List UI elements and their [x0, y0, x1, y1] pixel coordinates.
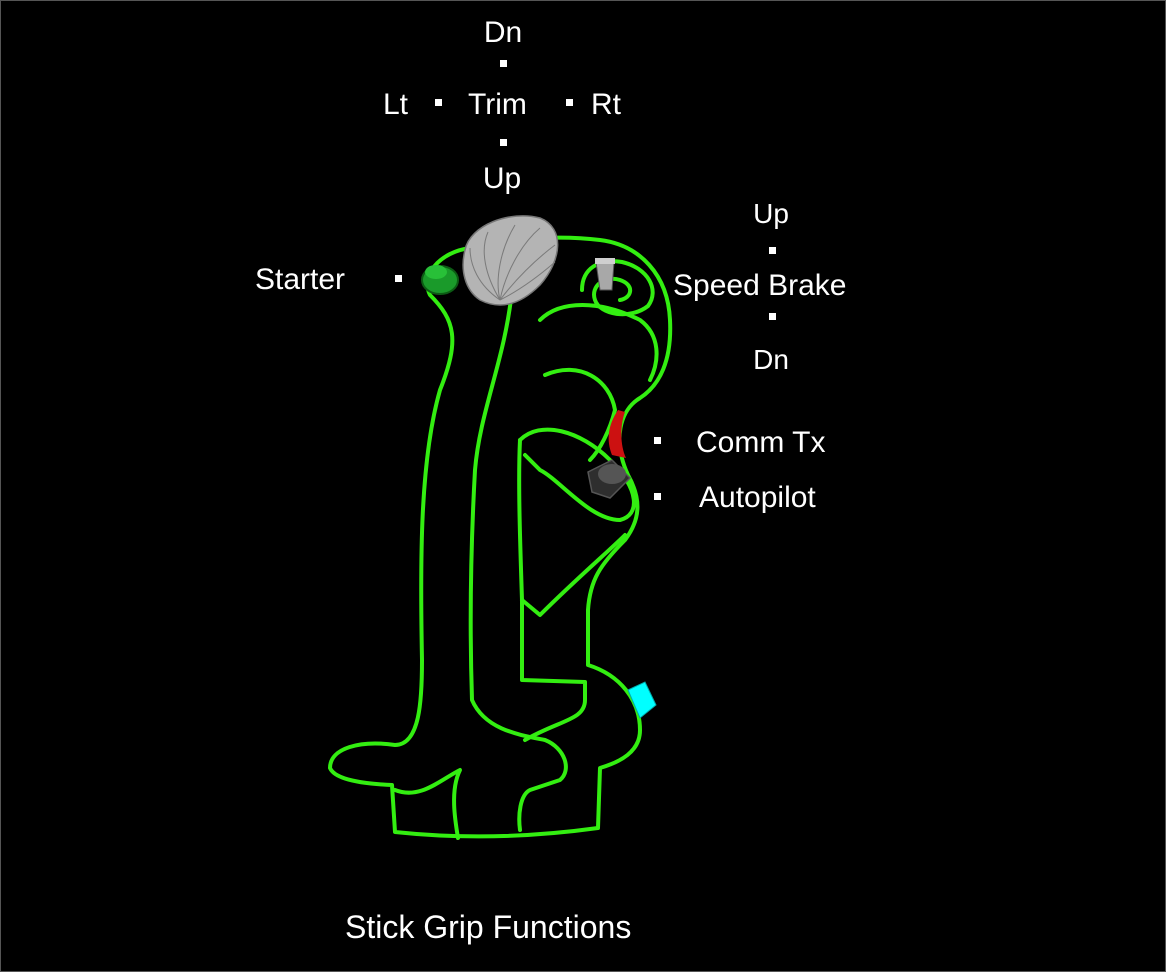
autopilot-button[interactable]	[587, 459, 632, 499]
speed-brake-up-marker	[769, 247, 776, 254]
trim-up-label: Up	[482, 162, 522, 195]
trim-dn-label: Dn	[483, 16, 523, 49]
speed-brake-up-label: Up	[753, 198, 789, 229]
trim-up-marker	[500, 139, 507, 146]
rear-paddle	[520, 368, 627, 617]
trigger-guard	[518, 427, 636, 522]
trim-lt-label: Lt	[383, 88, 409, 121]
starter-button[interactable]	[421, 265, 459, 295]
trim-rt-label: Rt	[591, 88, 621, 121]
trim-hat[interactable]	[462, 215, 559, 306]
starter-label: Starter	[255, 263, 346, 296]
grip-lower-curve	[393, 768, 462, 840]
speed-brake-switch[interactable]	[595, 258, 615, 291]
autopilot-marker	[654, 493, 661, 500]
grip-outline	[328, 235, 673, 839]
trim-dn-marker	[500, 60, 507, 67]
thumb-rest	[538, 303, 659, 382]
cyan-button[interactable]	[627, 681, 657, 719]
comm-tx-trigger[interactable]	[608, 410, 626, 458]
comm-tx-label: Comm Tx	[696, 426, 826, 459]
comm-tx-marker	[654, 437, 661, 444]
grip-inner-front	[468, 288, 568, 832]
speed-brake-dn-label: Dn	[753, 344, 789, 375]
speed-brake-dn-marker	[769, 313, 776, 320]
trim-rt-marker	[566, 99, 573, 106]
speed-brake-label: Speed Brake	[673, 269, 847, 302]
diagram-caption: Stick Grip Functions	[345, 909, 632, 945]
autopilot-label: Autopilot	[699, 481, 816, 514]
grip-inner-rear	[517, 438, 587, 742]
trim-label: Trim	[468, 88, 527, 121]
trim-lt-marker	[435, 99, 442, 106]
starter-marker	[395, 275, 402, 282]
